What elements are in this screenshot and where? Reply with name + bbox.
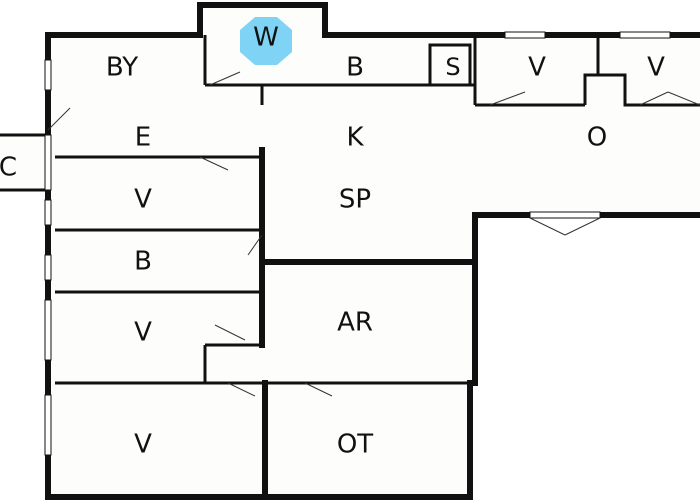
- door-swings: [47, 71, 700, 397]
- entrance-notch: [0, 133, 52, 192]
- room-b-top: B: [346, 53, 364, 83]
- room-ot: OT: [337, 430, 373, 460]
- floor-area: [0, 5, 700, 500]
- washer-badge: [240, 17, 292, 65]
- room-b-mid: B: [134, 247, 152, 277]
- top-windows: [504, 31, 671, 219]
- room-v-mid: V: [134, 185, 152, 215]
- room-ar: AR: [337, 308, 373, 338]
- interior-walls: [55, 35, 700, 500]
- room-e: E: [135, 123, 151, 153]
- room-s: S: [445, 53, 460, 81]
- room-sp: SP: [339, 185, 371, 215]
- room-v-bottom: V: [134, 430, 152, 460]
- room-o: O: [587, 123, 607, 153]
- room-by: BY: [106, 53, 138, 83]
- room-c: C: [0, 153, 17, 183]
- left-windows: [44, 59, 52, 456]
- room-w: W: [253, 23, 279, 53]
- room-v-top1: V: [528, 53, 546, 83]
- room-labels: BY W B S V V E K O C V SP B V AR V OT: [0, 23, 665, 460]
- room-v-top2: V: [647, 53, 665, 83]
- room-v-low: V: [134, 318, 152, 348]
- room-k: K: [346, 123, 364, 153]
